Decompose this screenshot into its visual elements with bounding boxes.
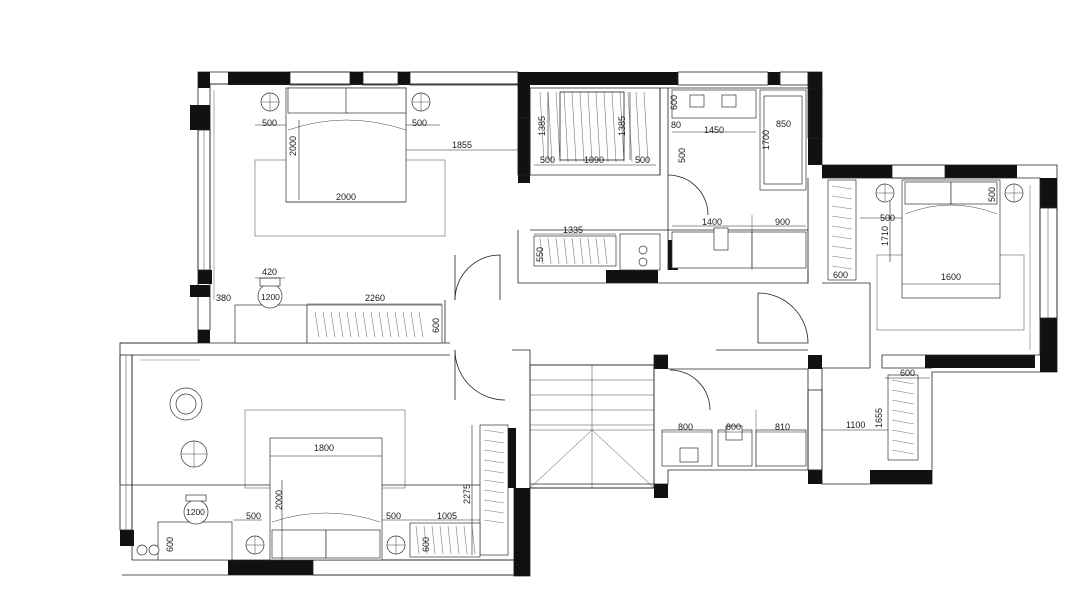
dim-wic-right: 1385: [617, 116, 627, 136]
dim-wic-left: 1385: [537, 116, 547, 136]
right-bedroom: [827, 179, 1031, 350]
dim-rb-right: 500: [987, 187, 997, 202]
dim-bath1-shower-d: 1700: [761, 130, 771, 150]
dim-bb-desk-d: 600: [421, 537, 431, 552]
bottom-bedroom: [136, 359, 509, 561]
dim-bb-bedside-l: 500: [246, 511, 261, 521]
dim-bb-bedside-r: 500: [386, 511, 401, 521]
dim-rb-bed-w: 1600: [941, 272, 961, 282]
right-closet: [887, 374, 919, 461]
dim-mb-wall-gap: 380: [216, 293, 231, 303]
dim-bb-bed-w: 1800: [314, 443, 334, 453]
dim-bb-left-600: 600: [165, 537, 175, 552]
windows: [119, 71, 1058, 576]
dim-bath1-vanity: 1450: [704, 125, 724, 135]
dim-rb-bedside: 500: [880, 213, 895, 223]
dim-bath1-shower2: 900: [775, 217, 790, 227]
dim-corridor-closet: 1335: [563, 225, 583, 235]
dim-bb-bed-len: 2000: [274, 490, 284, 510]
dim-mb-bedside-left: 500: [262, 118, 277, 128]
dim-wic-side-a: 500: [540, 155, 555, 165]
dim-bath2-800b: 800: [726, 422, 741, 432]
master-bedroom: [213, 87, 446, 344]
dim-bb-desk: 1005: [437, 511, 457, 521]
doors: [454, 174, 809, 411]
dim-mb-wardrobe-len: 2260: [365, 293, 385, 303]
dim-mb-bed-length: 2000: [288, 136, 298, 156]
dim-mb-wardrobe-depth: 600: [431, 318, 441, 333]
dim-bath2-810: 810: [775, 422, 790, 432]
dimension-labels: 500 500 2000 2000 1855 420 1200 380 2260…: [165, 95, 997, 552]
dim-bb-wardrobe-len: 2275: [462, 484, 472, 504]
dim-rc-600: 600: [900, 368, 915, 378]
dim-mb-bed-width: 2000: [336, 192, 356, 202]
dim-bath1-top: 600: [669, 95, 679, 110]
dim-bb-round: 1200: [186, 507, 205, 517]
dim-rb-bed-len: 1710: [880, 226, 890, 246]
dim-rc-1655: 1655: [874, 408, 884, 428]
dim-wic-side-b: 500: [635, 155, 650, 165]
dim-bath2-800a: 800: [678, 422, 693, 432]
dimension-lines: [233, 92, 1000, 560]
dim-mb-bedside-right: 500: [412, 118, 427, 128]
dim-bath1-80: 80: [671, 120, 681, 130]
dim-wic-middle: 1090: [584, 155, 604, 165]
dim-mb-round-table: 1200: [261, 292, 280, 302]
bathroom-1: [671, 89, 807, 270]
dim-corridor-closet-d: 550: [535, 247, 545, 262]
dim-mb-to-closet: 1855: [452, 140, 472, 150]
dim-rc-1100: 1100: [846, 420, 865, 430]
walk-in-closet: [533, 91, 661, 271]
dim-rb-wardrobe: 600: [833, 270, 848, 280]
dim-bath1-door: 500: [677, 148, 687, 163]
dim-mb-table: 420: [262, 267, 277, 277]
dim-bath1-shower-w: 850: [776, 119, 791, 129]
stairs: [529, 364, 655, 489]
dim-bath1-bottom: 1400: [702, 217, 722, 227]
bathroom-2: [661, 410, 807, 468]
